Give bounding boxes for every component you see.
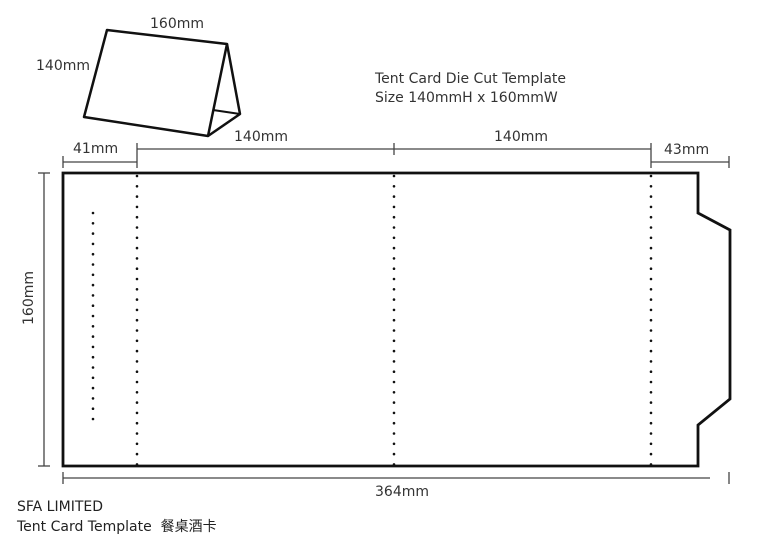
tent-front-face (82, 28, 229, 138)
dim-height: 160mm (21, 271, 37, 325)
preview-width-label: 160mm (150, 16, 204, 32)
width-dimension (62, 472, 730, 484)
template-name-zh: 餐桌酒卡 (160, 519, 217, 535)
preview-height-label: 140mm (36, 58, 90, 74)
top-dimensions (62, 143, 730, 168)
height-dimension (38, 172, 50, 467)
dim-total-width: 364mm (375, 484, 429, 500)
template-size: Size 140mmH x 160mmW (375, 90, 558, 106)
dim-right-flap: 43mm (664, 142, 710, 158)
fold-lines (91, 174, 653, 468)
template-name: Tent Card Template 餐桌酒卡 (17, 517, 217, 537)
template-name-en: Tent Card Template (17, 519, 152, 535)
dim-left-flap: 41mm (73, 141, 119, 157)
template-title: Tent Card Die Cut Template (375, 71, 567, 87)
tent-card-preview (82, 28, 242, 138)
dim-panel-1: 140mm (234, 129, 288, 145)
die-cut-outline (61, 171, 732, 468)
company-name: SFA LIMITED (17, 499, 103, 515)
dim-panel-2: 140mm (494, 129, 548, 145)
tent-base-edge (212, 109, 241, 115)
